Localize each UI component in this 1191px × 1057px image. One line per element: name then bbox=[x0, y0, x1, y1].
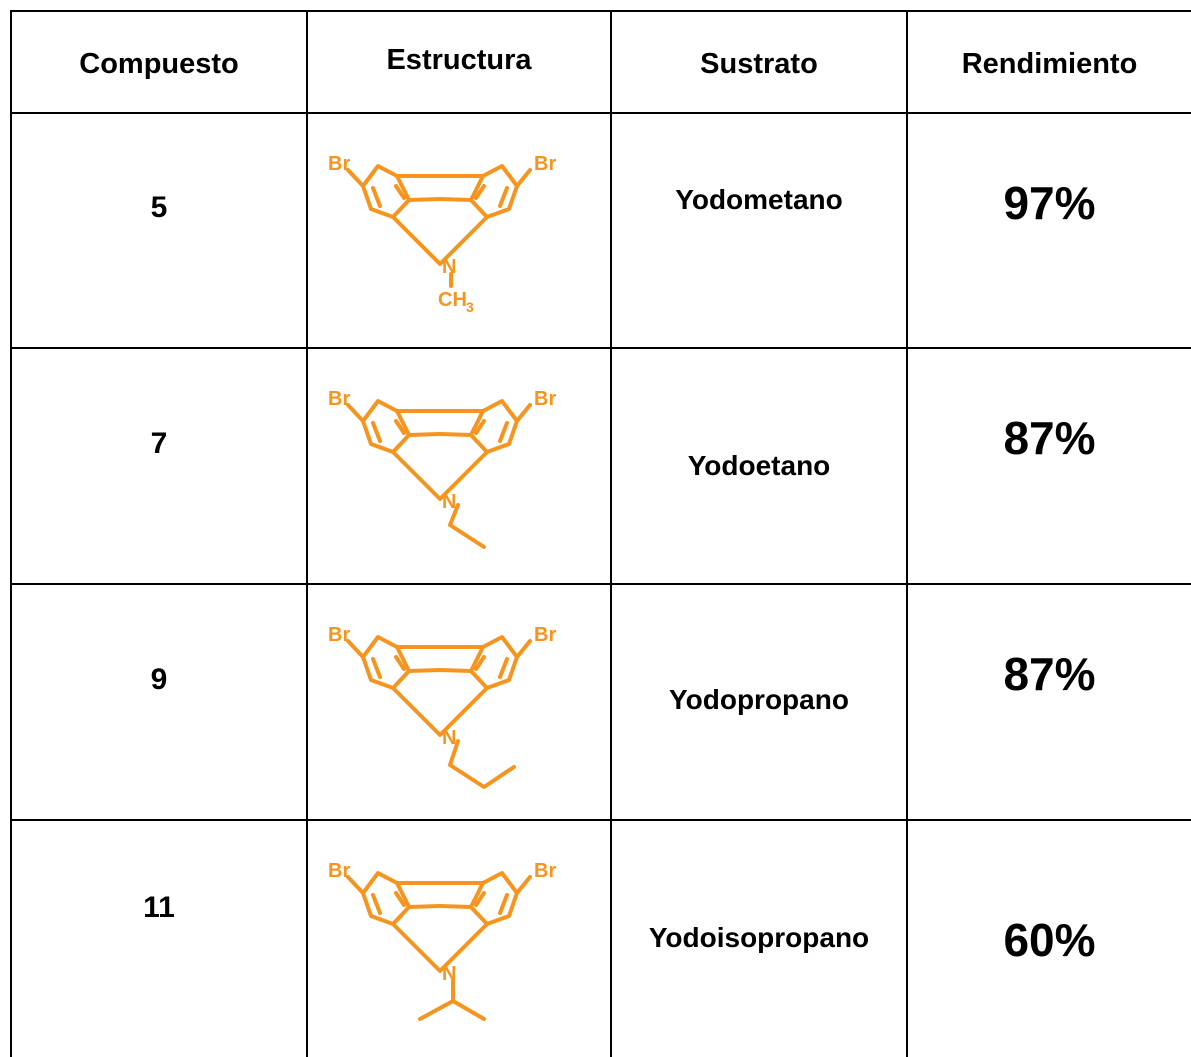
table-row-divider bbox=[10, 347, 1191, 349]
table-col-divider bbox=[906, 10, 908, 1057]
table-col-divider bbox=[306, 10, 308, 1057]
yield-value: 87% bbox=[1003, 647, 1096, 700]
substrate-name: Yodometano bbox=[675, 184, 843, 215]
yield-value: 97% bbox=[1003, 176, 1096, 229]
atom-ch: CH bbox=[438, 289, 467, 311]
atom-br: Br bbox=[328, 388, 350, 410]
atom-subscript: 3 bbox=[466, 299, 474, 315]
compound-number: 11 bbox=[143, 891, 175, 924]
table-row-divider bbox=[10, 112, 1191, 114]
atom-n: N bbox=[442, 256, 456, 278]
table-row-divider bbox=[10, 819, 1191, 821]
atom-br: Br bbox=[328, 153, 350, 175]
atom-br: Br bbox=[534, 624, 556, 646]
atom-br: Br bbox=[328, 860, 350, 882]
atom-n: N bbox=[442, 963, 456, 985]
structure-propyl-dibromocarbazole: Br Br N bbox=[308, 585, 608, 817]
header-structure: Estructura bbox=[386, 43, 532, 76]
yield-value: 87% bbox=[1003, 411, 1096, 464]
atom-br: Br bbox=[534, 860, 556, 882]
compound-number: 5 bbox=[150, 191, 168, 224]
structure-ethyl-dibromocarbazole: Br Br N bbox=[308, 349, 608, 581]
table-col-divider bbox=[610, 10, 612, 1057]
compound-number: 9 bbox=[150, 663, 168, 696]
header-compound: Compuesto bbox=[79, 47, 239, 80]
table-border-left bbox=[10, 10, 12, 1057]
atom-br: Br bbox=[534, 388, 556, 410]
structure-methyl-dibromocarbazole: Br Br N CH 3 bbox=[308, 114, 608, 346]
yield-value: 60% bbox=[1003, 913, 1096, 966]
structure-isopropyl-dibromocarbazole: Br Br N bbox=[308, 821, 608, 1057]
atom-br: Br bbox=[534, 153, 556, 175]
header-substrate: Sustrato bbox=[700, 47, 818, 80]
atom-br: Br bbox=[328, 624, 350, 646]
substrate-name: Yodopropano bbox=[669, 684, 849, 715]
substrate-name: Yodoetano bbox=[687, 450, 831, 481]
atom-n: N bbox=[442, 491, 456, 513]
compound-number: 7 bbox=[150, 427, 168, 460]
table-border-top bbox=[10, 10, 1191, 12]
substrate-name: Yodoisopropano bbox=[648, 922, 870, 953]
header-yield: Rendimiento bbox=[961, 47, 1138, 80]
atom-n: N bbox=[442, 727, 456, 749]
table-row-divider bbox=[10, 583, 1191, 585]
